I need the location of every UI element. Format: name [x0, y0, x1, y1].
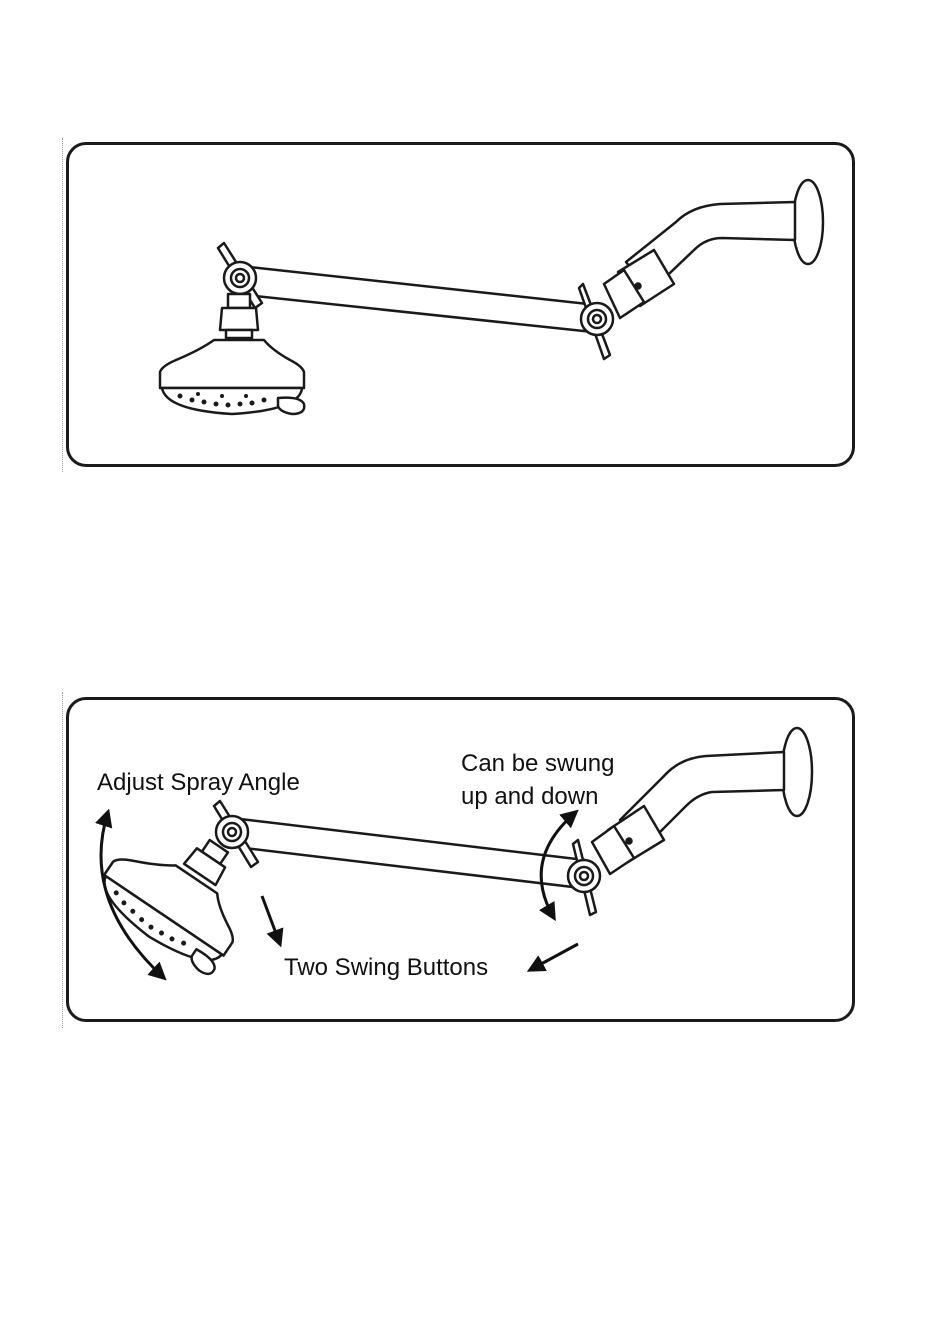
swing-button-icon: [579, 284, 613, 359]
shower-assembly-top: [160, 180, 823, 414]
label-can-be-swung: Can be swung: [461, 749, 614, 779]
extension-bar: [236, 266, 597, 332]
extension-bar: [228, 818, 585, 888]
arrow-icon: [262, 896, 280, 944]
shower-head-icon: [160, 340, 304, 414]
shower-assembly-bottom: [90, 728, 812, 977]
label-two-swing-buttons: Two Swing Buttons: [284, 953, 488, 983]
swing-button-icon: [568, 840, 600, 915]
label-adjust-spray-angle: Adjust Spray Angle: [97, 768, 300, 798]
arrow-icon: [530, 944, 578, 970]
label-up-and-down: up and down: [461, 782, 598, 812]
